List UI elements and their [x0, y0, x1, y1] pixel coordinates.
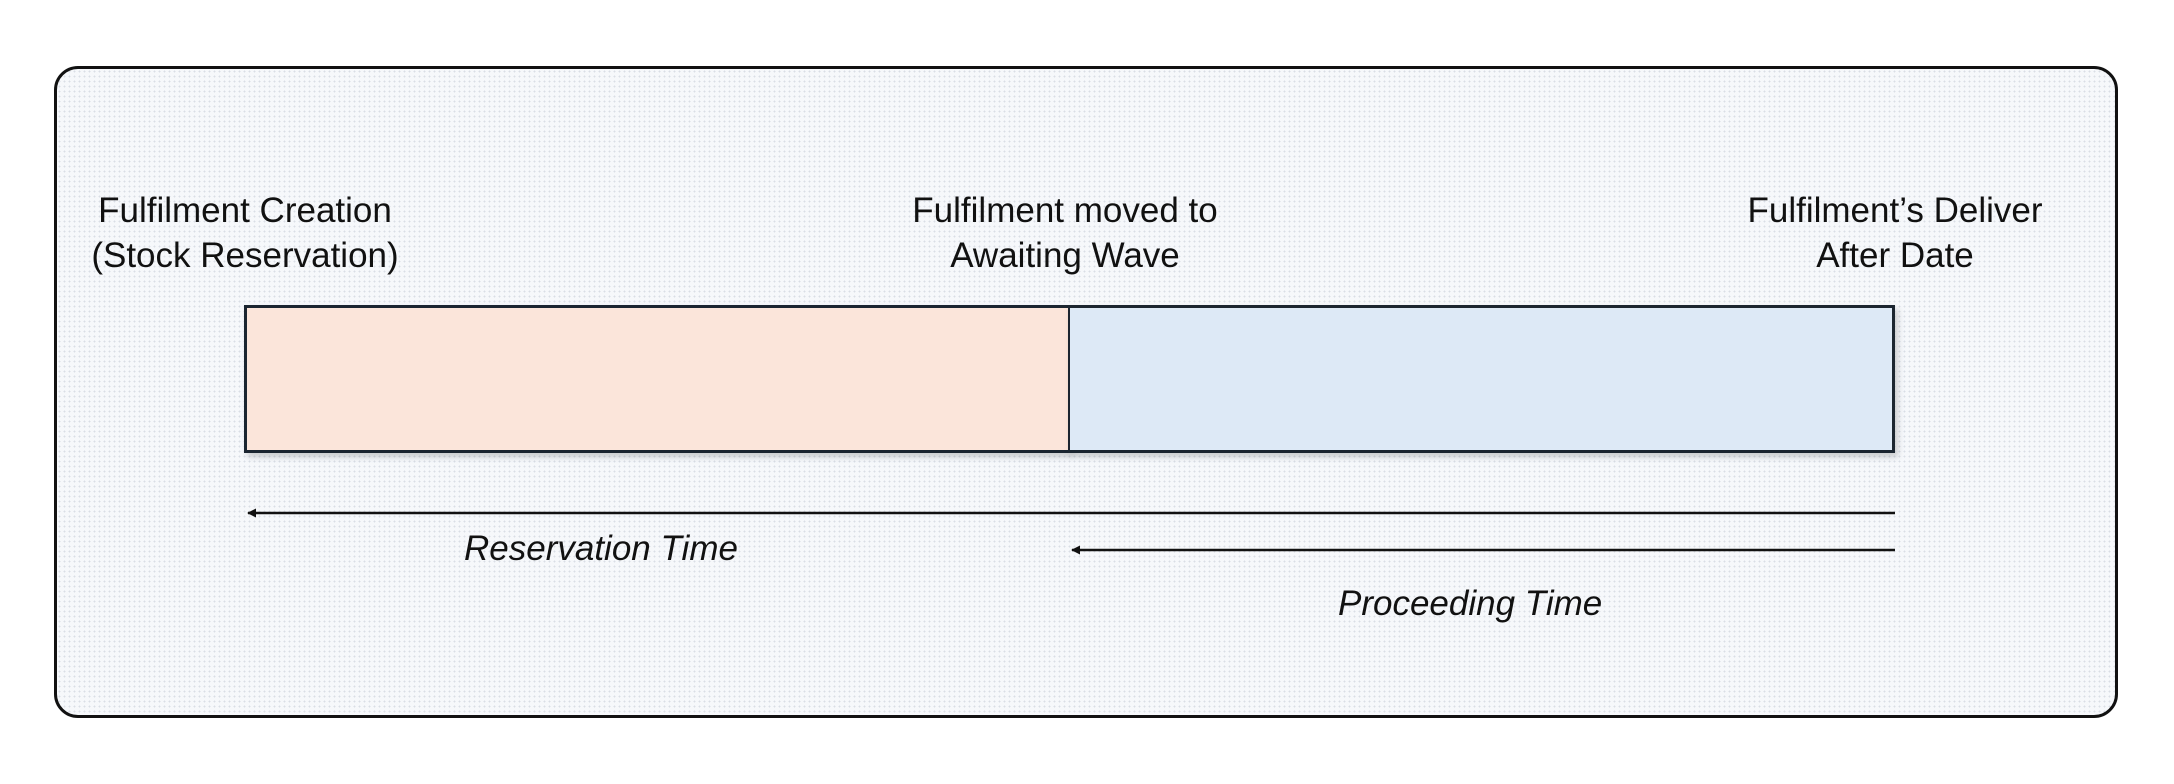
milestone-fulfilment-creation: Fulfilment Creation (Stock Reservation)	[91, 191, 399, 275]
proceeding-segment	[1068, 305, 1895, 453]
milestone-deliver-after-date: Fulfilment’s Deliver After Date	[1747, 191, 2043, 275]
reservation-segment	[244, 305, 1070, 453]
reservation-time-label: Reservation Time	[464, 529, 738, 568]
milestone-awaiting-wave: Fulfilment moved to Awaiting Wave	[912, 191, 1218, 275]
proceeding-time-label: Proceeding Time	[1338, 584, 1603, 623]
